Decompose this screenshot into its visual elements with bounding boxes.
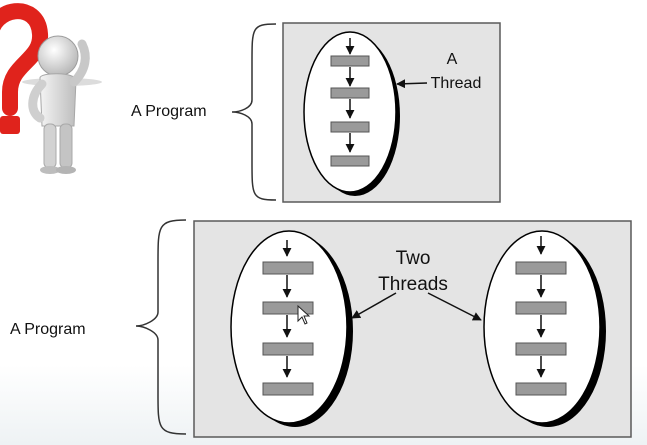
top-thread-pointer-arrow xyxy=(396,79,428,89)
thread-step xyxy=(330,121,370,133)
top-program-group: A Program A Thread xyxy=(131,22,501,203)
thread-step xyxy=(262,342,314,356)
right-thread-ellipse xyxy=(483,230,601,424)
thread-step xyxy=(515,261,567,275)
threads-pointer-right-arrow xyxy=(427,292,482,321)
top-program-brace xyxy=(231,23,277,201)
threads-pointer-left-arrow xyxy=(351,292,397,319)
right-thread xyxy=(483,230,606,427)
thread-step xyxy=(330,87,370,99)
top-thread xyxy=(303,31,400,196)
bottom-program-brace xyxy=(135,219,187,435)
top-thread-label-line2: Thread xyxy=(431,75,482,92)
thread-step xyxy=(515,382,567,396)
thread-step xyxy=(330,55,370,67)
top-thread-label-line1: A xyxy=(447,51,458,68)
thread-step xyxy=(330,155,370,167)
mouse-cursor-icon xyxy=(297,304,311,325)
bottom-threads-label-line1: Two xyxy=(396,248,431,269)
question-mark-icon xyxy=(0,3,48,134)
top-program-label: A Program xyxy=(131,103,207,120)
left-thread-ellipse xyxy=(230,230,348,424)
thinking-figure-icon xyxy=(22,35,102,174)
bottom-threads-label-line2: Threads xyxy=(378,274,448,295)
thread-step xyxy=(262,261,314,275)
thread-step xyxy=(262,382,314,396)
bottom-program-group: A Program Two xyxy=(10,219,632,438)
bottom-program-label: A Program xyxy=(10,321,86,338)
thread-step xyxy=(515,301,567,315)
thread-step xyxy=(515,342,567,356)
left-thread xyxy=(230,230,353,427)
